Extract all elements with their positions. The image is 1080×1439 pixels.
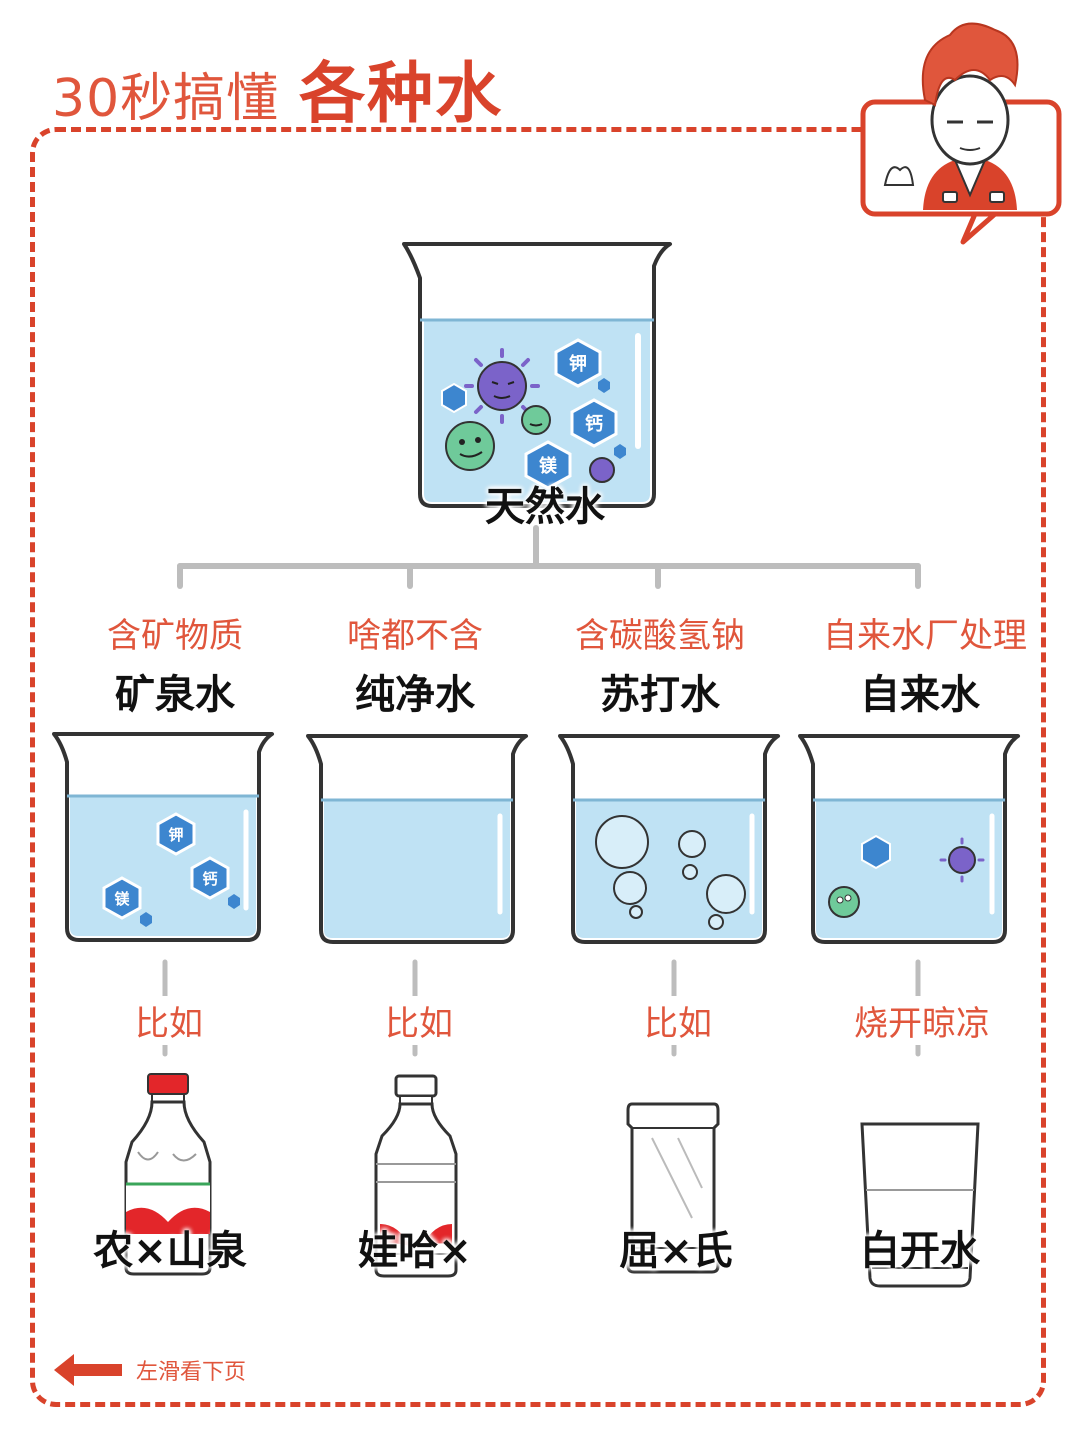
mineral-hexagon-icon: 镁	[524, 440, 572, 490]
bubble-icon	[595, 815, 746, 930]
virus-icon	[521, 405, 551, 435]
dashed-frame	[30, 127, 1046, 1407]
mineral-hexagon-icon	[598, 378, 610, 393]
root-beaker-icon: 钾 钙 镁	[402, 242, 672, 508]
type-name-tap: 自来水	[860, 672, 980, 718]
mineral-hexagon-icon: 钙	[190, 856, 230, 900]
mineral-beaker-icon: 钾 钙 镁	[52, 732, 274, 942]
connector-label-soda: 比如	[624, 996, 732, 1045]
mineral-hexagon-icon: 镁	[102, 876, 142, 920]
svg-text:钙: 钙	[585, 413, 603, 435]
mineral-hexagon-icon	[441, 382, 467, 414]
feature-label-mineral: 含矿物质	[107, 616, 243, 656]
type-name-pure: 纯净水	[355, 672, 475, 718]
mineral-hexagon-icon: 钾	[156, 812, 196, 856]
tap-beaker-icon	[798, 734, 1020, 944]
virus-icon	[939, 837, 985, 883]
example-mineral: 农×山泉	[93, 1228, 247, 1274]
svg-text:钾: 钾	[168, 826, 183, 844]
mineral-hexagon-icon	[140, 912, 152, 927]
feature-label-soda: 含碳酸氢钠	[575, 616, 745, 656]
virus-icon	[589, 457, 615, 483]
connector-label-tap: 烧开晾凉	[843, 996, 1001, 1045]
soda-beaker-icon	[558, 734, 780, 944]
mineral-hexagon-icon: 钙	[570, 398, 618, 448]
title-light: 30秒搞懂	[52, 69, 280, 129]
title-bold: 各种水	[299, 55, 504, 132]
mineral-hexagon-icon	[861, 834, 891, 870]
svg-text:镁: 镁	[114, 890, 130, 908]
bottle-icon	[374, 1074, 458, 1278]
mineral-hexagon-icon	[228, 894, 240, 909]
avatar-icon	[860, 22, 1062, 245]
arrow-left-icon	[54, 1354, 122, 1386]
svg-text:镁: 镁	[539, 455, 558, 477]
root-label: 天然水	[485, 484, 605, 530]
tree-connector	[177, 525, 921, 589]
example-connectors	[162, 959, 921, 1057]
svg-text:钙: 钙	[202, 870, 217, 888]
connector-label-pure: 比如	[365, 996, 473, 1045]
virus-icon	[445, 421, 495, 471]
mineral-hexagon-icon	[614, 444, 626, 459]
feature-label-tap: 自来水厂处理	[823, 616, 1027, 656]
feature-label-pure: 啥都不含	[347, 616, 483, 656]
type-name-soda: 苏打水	[600, 672, 720, 718]
example-soda: 屈×氏	[619, 1228, 733, 1274]
swipe-hint[interactable]: 左滑看下页	[52, 1350, 246, 1390]
glass-icon	[860, 1122, 980, 1288]
connector-label-mineral: 比如	[115, 996, 223, 1045]
virus-icon	[464, 348, 540, 424]
pure-beaker-icon	[306, 734, 528, 944]
page-title: 30秒搞懂 各种水	[52, 40, 503, 132]
example-pure: 娃哈×	[358, 1228, 472, 1274]
svg-text:钾: 钾	[569, 353, 587, 375]
swipe-hint-text: 左滑看下页	[136, 1360, 247, 1385]
example-tap: 白开水	[860, 1228, 980, 1274]
virus-icon	[828, 886, 860, 918]
can-icon	[626, 1102, 720, 1274]
bottle-icon	[124, 1073, 212, 1276]
mineral-hexagon-icon: 钾	[554, 338, 602, 388]
type-name-mineral: 矿泉水	[115, 672, 235, 718]
